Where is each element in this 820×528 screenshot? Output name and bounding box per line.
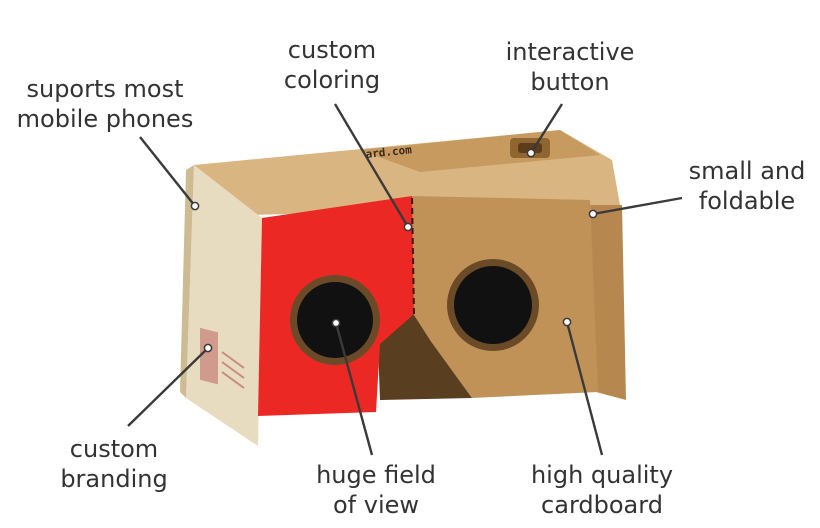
leader-fov [334, 322, 374, 456]
right-lens-icon [447, 259, 539, 351]
leader-coloring [333, 103, 410, 228]
right-flap [590, 205, 626, 400]
callout-coloring: custom coloring [284, 35, 380, 95]
dot-branding [203, 343, 213, 353]
callout-cardboard-line1: high quality [530, 461, 674, 489]
dot-foldable [588, 209, 598, 219]
callout-fov-line1: huge field [316, 461, 436, 489]
callout-branding-line1: custom [69, 435, 159, 463]
callout-button-line2: button [530, 68, 610, 96]
leader-cardboard [565, 321, 604, 456]
callout-button-line1: interactive [505, 38, 635, 66]
top-print-text: ard.com [365, 143, 413, 161]
dot-fov [331, 318, 341, 328]
dot-cardboard [562, 317, 572, 327]
callout-branding-line2: branding [60, 465, 168, 493]
callout-fov-line2: of view [332, 491, 420, 519]
dot-supports [190, 201, 200, 211]
callout-coloring-line1: custom [287, 36, 377, 64]
callout-cardboard-line2: cardboard [541, 491, 663, 519]
callout-foldable-line1: small and [688, 157, 806, 185]
callout-supports: suports most mobile phones [17, 74, 194, 134]
dot-button [526, 148, 536, 158]
left-side-edge [180, 165, 194, 398]
branding-stamp-icon [200, 327, 245, 389]
callout-branding: custom branding [60, 434, 167, 494]
callout-cardboard: high quality cardboard [531, 460, 673, 520]
leader-supports [139, 136, 196, 207]
callout-foldable-line2: foldable [698, 187, 796, 215]
callout-foldable: small and foldable [689, 156, 806, 216]
nose-cutout [378, 312, 472, 400]
callout-fov: huge field of view [316, 460, 436, 520]
callout-coloring-line2: coloring [283, 66, 381, 94]
dot-coloring [403, 222, 413, 232]
callout-button: interactive button [506, 37, 635, 97]
leader-foldable [592, 196, 683, 216]
callout-supports-line1: suports most [26, 75, 184, 103]
leader-button [529, 103, 564, 154]
leader-branding [127, 347, 209, 427]
callout-supports-line2: mobile phones [16, 105, 194, 133]
